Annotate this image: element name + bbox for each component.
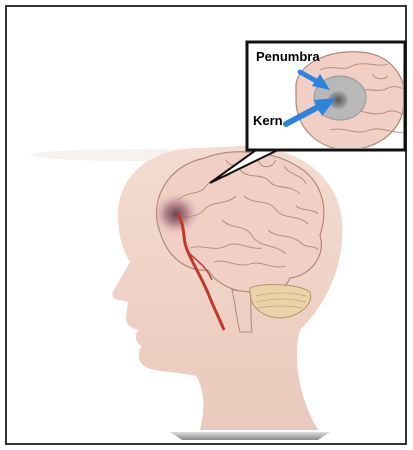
penumbra-label: Penumbra [256,49,320,64]
infarct-core [152,192,200,236]
bust-base [170,432,330,440]
kern-label: Kern [253,113,283,128]
